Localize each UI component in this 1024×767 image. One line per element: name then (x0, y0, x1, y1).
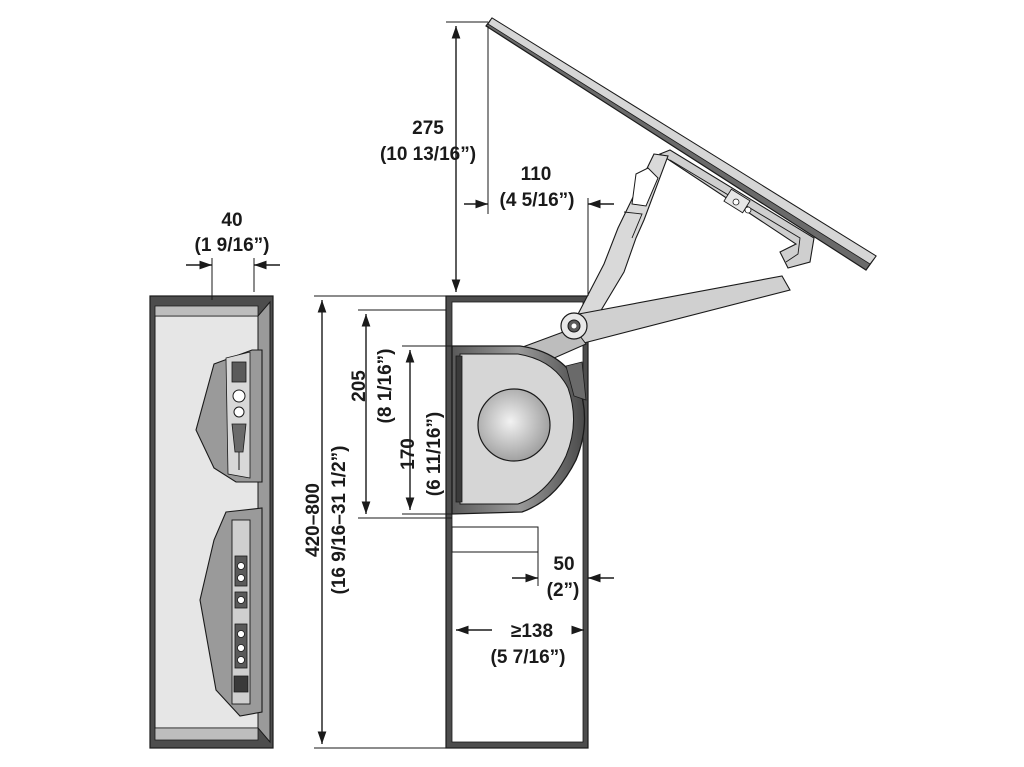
front-view-mechanism (451, 345, 587, 515)
dim-205-imperial: (8 1/16”) (375, 349, 396, 424)
dim-40-metric: 40 (221, 210, 242, 231)
dim-420-imperial: (16 9/16–31 1/2”) (329, 446, 350, 595)
dim-50-metric: 50 (553, 554, 574, 575)
side-view-upper-mechanism (195, 349, 263, 483)
dim-138-metric: ≥138 (511, 621, 553, 642)
dimension-275: 275 (10 13/16”) (380, 21, 488, 292)
dimension-50: 50 (2”) (512, 552, 614, 601)
dimension-40: 40 (1 9/16”) (186, 210, 280, 300)
dim-170-imperial: (6 11/16”) (424, 412, 445, 497)
dim-170-metric: 170 (398, 438, 419, 470)
dim-420-metric: 420–800 (303, 483, 324, 557)
dim-205-metric: 205 (349, 370, 370, 402)
dimension-420-800: 420–800 (16 9/16–31 1/2”) (303, 295, 446, 749)
dim-110-imperial: (4 5/16”) (500, 190, 575, 211)
dimension-170: 170 (6 11/16”) (398, 345, 452, 515)
dim-50-imperial: (2”) (547, 580, 580, 601)
dimension-205: 205 (8 1/16”) (349, 309, 452, 519)
lift-arms (519, 149, 815, 367)
lift-up-flap (485, 17, 877, 271)
dim-138-imperial: (5 7/16”) (491, 647, 566, 668)
dim-110-metric: 110 (521, 164, 552, 185)
dimension-138: ≥138 (5 7/16”) (456, 621, 584, 668)
dim-275-metric: 275 (412, 118, 444, 139)
dim-40-imperial: (1 9/16”) (195, 235, 270, 256)
side-view-lower-mechanism (199, 507, 263, 717)
dim-275-imperial: (10 13/16”) (380, 144, 476, 165)
dimension-110: 110 (4 5/16”) (464, 26, 614, 296)
